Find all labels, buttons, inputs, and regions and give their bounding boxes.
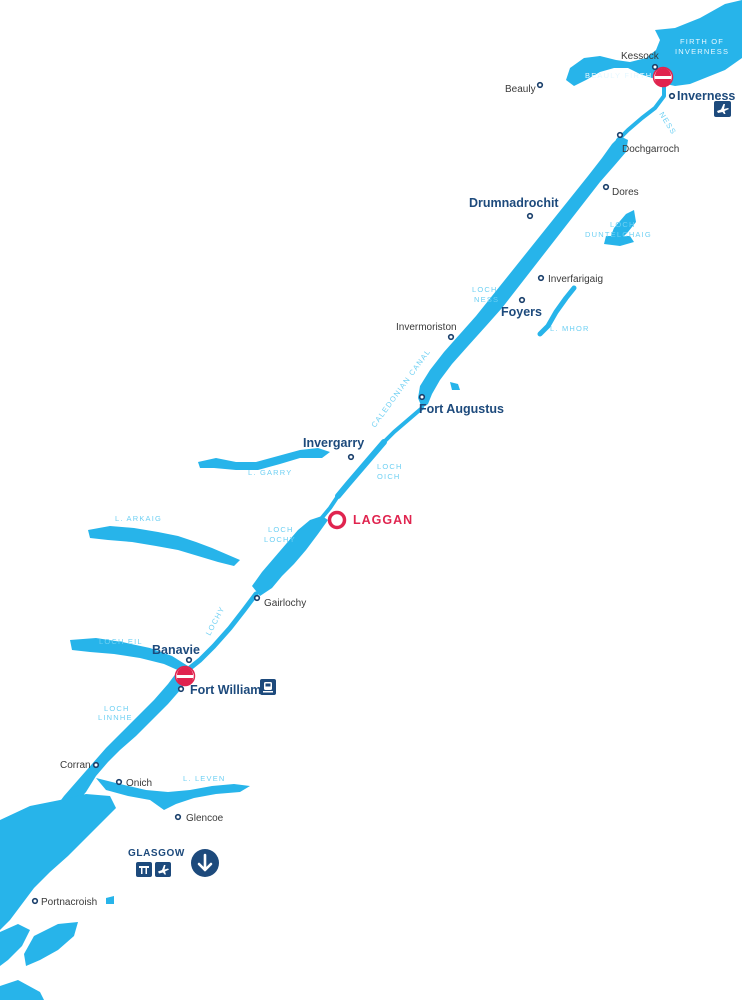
- dot-invermoriston: [447, 333, 455, 341]
- label-portnacroish[interactable]: Portnacroish: [41, 897, 97, 908]
- label-dores[interactable]: Dores: [612, 187, 639, 198]
- base-label: LAGGAN: [353, 513, 413, 527]
- loch-lochy: [252, 516, 328, 596]
- town-labels-major: Inverness Drumnadrochit Foyers Fort Augu…: [152, 89, 735, 697]
- label-onich[interactable]: Onich: [126, 778, 152, 789]
- laggan-canal: [318, 494, 340, 522]
- label-dochgarroch[interactable]: Dochgarroch: [622, 144, 679, 155]
- label-drumnadrochit[interactable]: Drumnadrochit: [469, 196, 559, 210]
- airport-icon[interactable]: [714, 101, 731, 117]
- water-label-ness: NESS: [657, 110, 678, 136]
- lock-marker-banavie[interactable]: [174, 665, 196, 687]
- dot-inverness: [668, 92, 676, 100]
- label-inverfarigaig[interactable]: Inverfarigaig: [548, 274, 603, 285]
- dot-beauly: [536, 81, 544, 89]
- dot-glencoe: [174, 813, 182, 821]
- label-fort-augustus[interactable]: Fort Augustus: [419, 402, 504, 416]
- glasgow-label: GLASGOW: [128, 848, 185, 859]
- loch-garry: [198, 448, 330, 470]
- lower-loch-linnhe: [0, 794, 116, 930]
- water-label-loch-eil: LOCH EIL: [99, 637, 143, 646]
- label-kessock[interactable]: Kessock: [621, 51, 660, 62]
- dot-drumnadrochit: [526, 212, 534, 220]
- dot-gairlochy: [253, 594, 261, 602]
- loch-duntelchaig-2: [604, 236, 634, 246]
- dot-onich: [115, 778, 123, 786]
- coast-south-1: [0, 924, 30, 966]
- label-fort-william[interactable]: Fort William: [190, 683, 261, 697]
- base-laggan[interactable]: LAGGAN: [327, 510, 414, 530]
- town-dots: [31, 63, 676, 905]
- dot-fort-augustus: [418, 393, 426, 401]
- water-label-l-arkaig: L. ARKAIG: [115, 514, 162, 523]
- loch-leven: [96, 778, 250, 810]
- dot-portnacroish: [31, 897, 39, 905]
- base-ring-icon: [327, 510, 347, 530]
- label-invergarry[interactable]: Invergarry: [303, 436, 364, 450]
- label-foyers[interactable]: Foyers: [501, 305, 542, 319]
- moray-firth: [566, 0, 742, 86]
- dot-invergarry: [347, 453, 355, 461]
- water-label-loch-lochy-1: LOCH: [268, 525, 294, 534]
- loch-oich: [335, 439, 387, 499]
- dot-dochgarroch: [616, 131, 624, 139]
- arrow-down-circle-icon: [191, 849, 219, 877]
- loch-arkaig: [88, 526, 240, 566]
- loch-duntelchaig: [610, 210, 636, 240]
- water-label-loch-duntelchaig-2: DUNTELCHAIG: [585, 230, 652, 239]
- water-label-firth-of-inverness-2: INVERNESS: [675, 47, 729, 56]
- dot-fort-william: [177, 685, 185, 693]
- water-label-loch-lochy-2: LOCHY: [264, 535, 296, 544]
- dot-dores: [602, 183, 610, 191]
- water-label-l-garry: L. GARRY: [248, 468, 292, 477]
- water-label-firth-of-inverness-1: FIRTH OF: [680, 37, 724, 46]
- dot-corran: [92, 761, 100, 769]
- water-label-loch-ness-2: NESS: [474, 295, 499, 304]
- dot-kessock: [651, 63, 659, 71]
- loch-ness: [418, 136, 628, 408]
- motorway-icon: [136, 862, 152, 877]
- water-label-loch-ness-1: LOCH: [472, 285, 498, 294]
- coast-islet-2: [18, 886, 26, 894]
- coast-south-3: [0, 980, 44, 1000]
- river-ness: [616, 82, 666, 142]
- caledonian-canal-north: [380, 406, 424, 446]
- label-corran[interactable]: Corran: [60, 760, 91, 771]
- label-glencoe[interactable]: Glencoe: [186, 813, 224, 824]
- dot-banavie: [185, 656, 193, 664]
- label-banavie[interactable]: Banavie: [152, 643, 200, 657]
- coast-south-2: [24, 922, 78, 966]
- loch-eil: [70, 638, 188, 672]
- town-labels-minor: Kessock Beauly Dochgarroch Dores Inverfa…: [41, 51, 679, 908]
- water-label-beauly-firth: BEAULY FIRTH: [585, 71, 652, 80]
- coast-islet-1: [106, 896, 114, 904]
- water-label-loch-oich-1: LOCH: [377, 462, 403, 471]
- label-gairlochy[interactable]: Gairlochy: [264, 598, 306, 609]
- airport-icon: [155, 862, 171, 877]
- label-invermoriston[interactable]: Invermoriston: [396, 322, 457, 333]
- glasgow-direction[interactable]: GLASGOW: [128, 848, 219, 877]
- loch-tarff: [450, 382, 460, 390]
- water-label-l-mhor: L. MHOR: [550, 324, 590, 333]
- label-inverness[interactable]: Inverness: [677, 89, 735, 103]
- water-label-loch-oich-2: OICH: [377, 472, 401, 481]
- dot-inverfarigaig: [537, 274, 545, 282]
- water-label-loch-linnhe-2: LINNHE: [98, 713, 133, 722]
- lock-marker-inverness[interactable]: [652, 66, 674, 88]
- water-label-l-leven: L. LEVEN: [183, 774, 226, 783]
- label-beauly[interactable]: Beauly: [505, 84, 536, 95]
- dot-foyers: [518, 296, 526, 304]
- loch-linnhe: [48, 668, 192, 832]
- water-label-loch-linnhe-1: LOCH: [104, 704, 130, 713]
- train-icon[interactable]: [260, 679, 276, 695]
- water-label-loch-duntelchaig-1: LOCH: [610, 220, 636, 229]
- loch-mhor: [537, 285, 577, 337]
- river-lochy: [187, 591, 259, 671]
